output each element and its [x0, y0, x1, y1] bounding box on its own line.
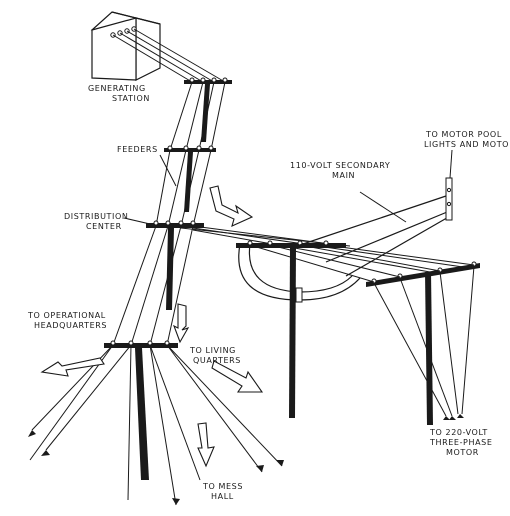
feeder-pole	[164, 145, 216, 212]
label-distribution-center-2: CENTER	[86, 222, 122, 231]
label-distribution-center: DISTRIBUTION	[64, 212, 128, 221]
label-three-phase: TO 220-VOLT	[429, 428, 488, 437]
generating-station-building	[90, 11, 161, 81]
three-phase-drop-wires	[373, 265, 475, 420]
flow-arrow-operational-hq	[40, 357, 105, 377]
feeder-wires-upper	[169, 81, 226, 151]
label-to-mess-hall-2: HALL	[211, 492, 234, 501]
pole-a-to-pole-b-wires	[249, 244, 475, 283]
station-to-pole-wires	[112, 28, 226, 83]
feeder-wires-lower	[155, 149, 212, 227]
three-phase-pole	[366, 261, 480, 425]
station-pole	[184, 77, 232, 142]
flow-arrow-distribution	[209, 185, 254, 227]
label-to-mess-hall: TO MESS	[202, 482, 243, 491]
flow-arrow-mess-hall	[197, 422, 215, 468]
label-secondary-main-2: MAIN	[332, 171, 355, 180]
lower-pole	[104, 340, 178, 480]
label-generating-station-2: STATION	[112, 94, 150, 103]
label-generating-station: GENERATING	[88, 84, 146, 93]
label-to-operational-hq: TO OPERATIONAL	[27, 311, 106, 320]
distribution-to-lower-wires	[112, 225, 194, 346]
label-feeders: FEEDERS	[117, 145, 158, 154]
flow-arrow-living-quarters	[172, 303, 190, 344]
flow-arrow-living-quarters-2	[211, 360, 264, 393]
label-leaders	[123, 149, 453, 225]
motor-pool-pole	[445, 177, 453, 221]
label-three-phase-3: MOTOR	[446, 448, 479, 457]
label-to-motor-pool-2: LIGHTS AND MOTO	[424, 140, 509, 149]
secondary-main-wires	[299, 195, 453, 277]
label-to-motor-pool: TO MOTOR POOL	[425, 130, 502, 139]
label-to-living-quarters-2: QUARTERS	[193, 356, 241, 365]
secondary-pole	[236, 240, 346, 418]
distribution-pole	[146, 220, 204, 310]
label-to-living-quarters: TO LIVING	[189, 346, 236, 355]
label-to-operational-hq-2: HEADQUARTERS	[34, 321, 107, 330]
label-secondary-main: 110-VOLT SECONDARY	[290, 161, 390, 170]
text-labels: GENERATING STATION FEEDERS DISTRIBUTION …	[27, 84, 509, 501]
label-three-phase-2: THREE-PHASE	[429, 438, 493, 447]
